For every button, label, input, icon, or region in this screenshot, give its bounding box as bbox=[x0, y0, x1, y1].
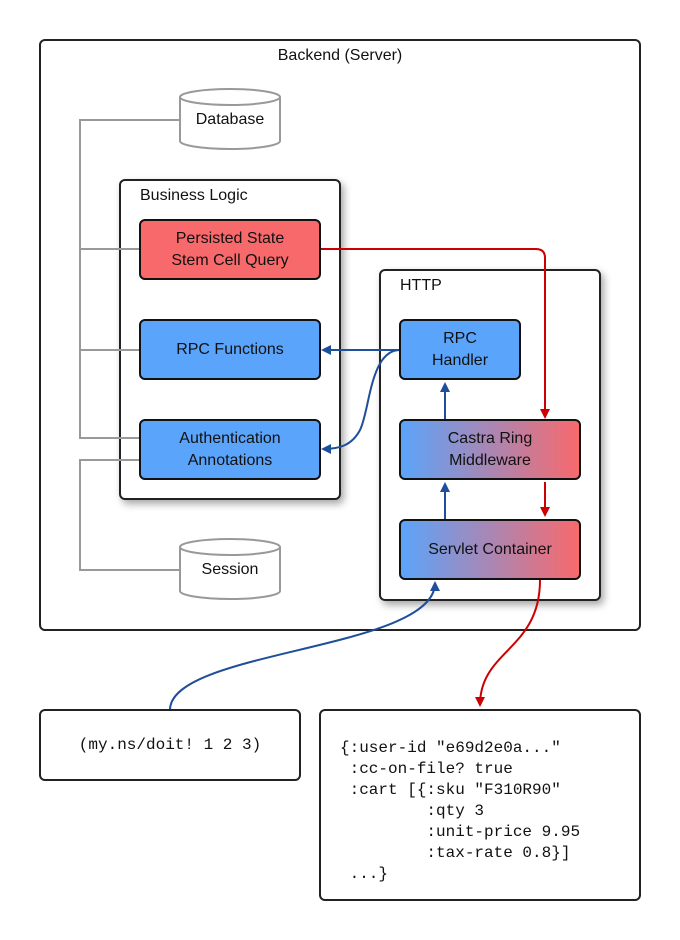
authentication-node: Authentication Annotations bbox=[139, 419, 321, 480]
castra-ring-node: Castra Ring Middleware bbox=[399, 419, 581, 480]
rpc-handler-node: RPC Handler bbox=[399, 319, 521, 380]
rpc-functions-node: RPC Functions bbox=[139, 319, 321, 380]
response-box bbox=[319, 709, 641, 901]
servlet-container-node: Servlet Container bbox=[399, 519, 581, 580]
session-link bbox=[79, 459, 180, 571]
servlet-to-response-arrow bbox=[475, 579, 541, 707]
persisted-to-castra-arrow bbox=[320, 248, 550, 419]
persisted-state-node: Persisted State Stem Cell Query bbox=[139, 219, 321, 280]
handler-to-auth-arrow bbox=[321, 349, 401, 454]
request-code: (my.ns/doit! 1 2 3) bbox=[78, 736, 262, 754]
business-logic-title: Business Logic bbox=[140, 187, 248, 204]
database-link bbox=[79, 119, 180, 439]
backend-title: Backend (Server) bbox=[277, 47, 403, 64]
response-code: {:user-id "e69d2e0a..." :cc-on-file? tru… bbox=[340, 739, 581, 883]
session-label: Session bbox=[201, 561, 259, 578]
http-title: HTTP bbox=[400, 277, 442, 294]
request-to-servlet-arrow bbox=[169, 581, 440, 711]
session-cylinder bbox=[179, 538, 281, 600]
database-label: Database bbox=[195, 111, 265, 128]
request-box bbox=[39, 709, 301, 781]
database-cylinder bbox=[179, 88, 281, 150]
